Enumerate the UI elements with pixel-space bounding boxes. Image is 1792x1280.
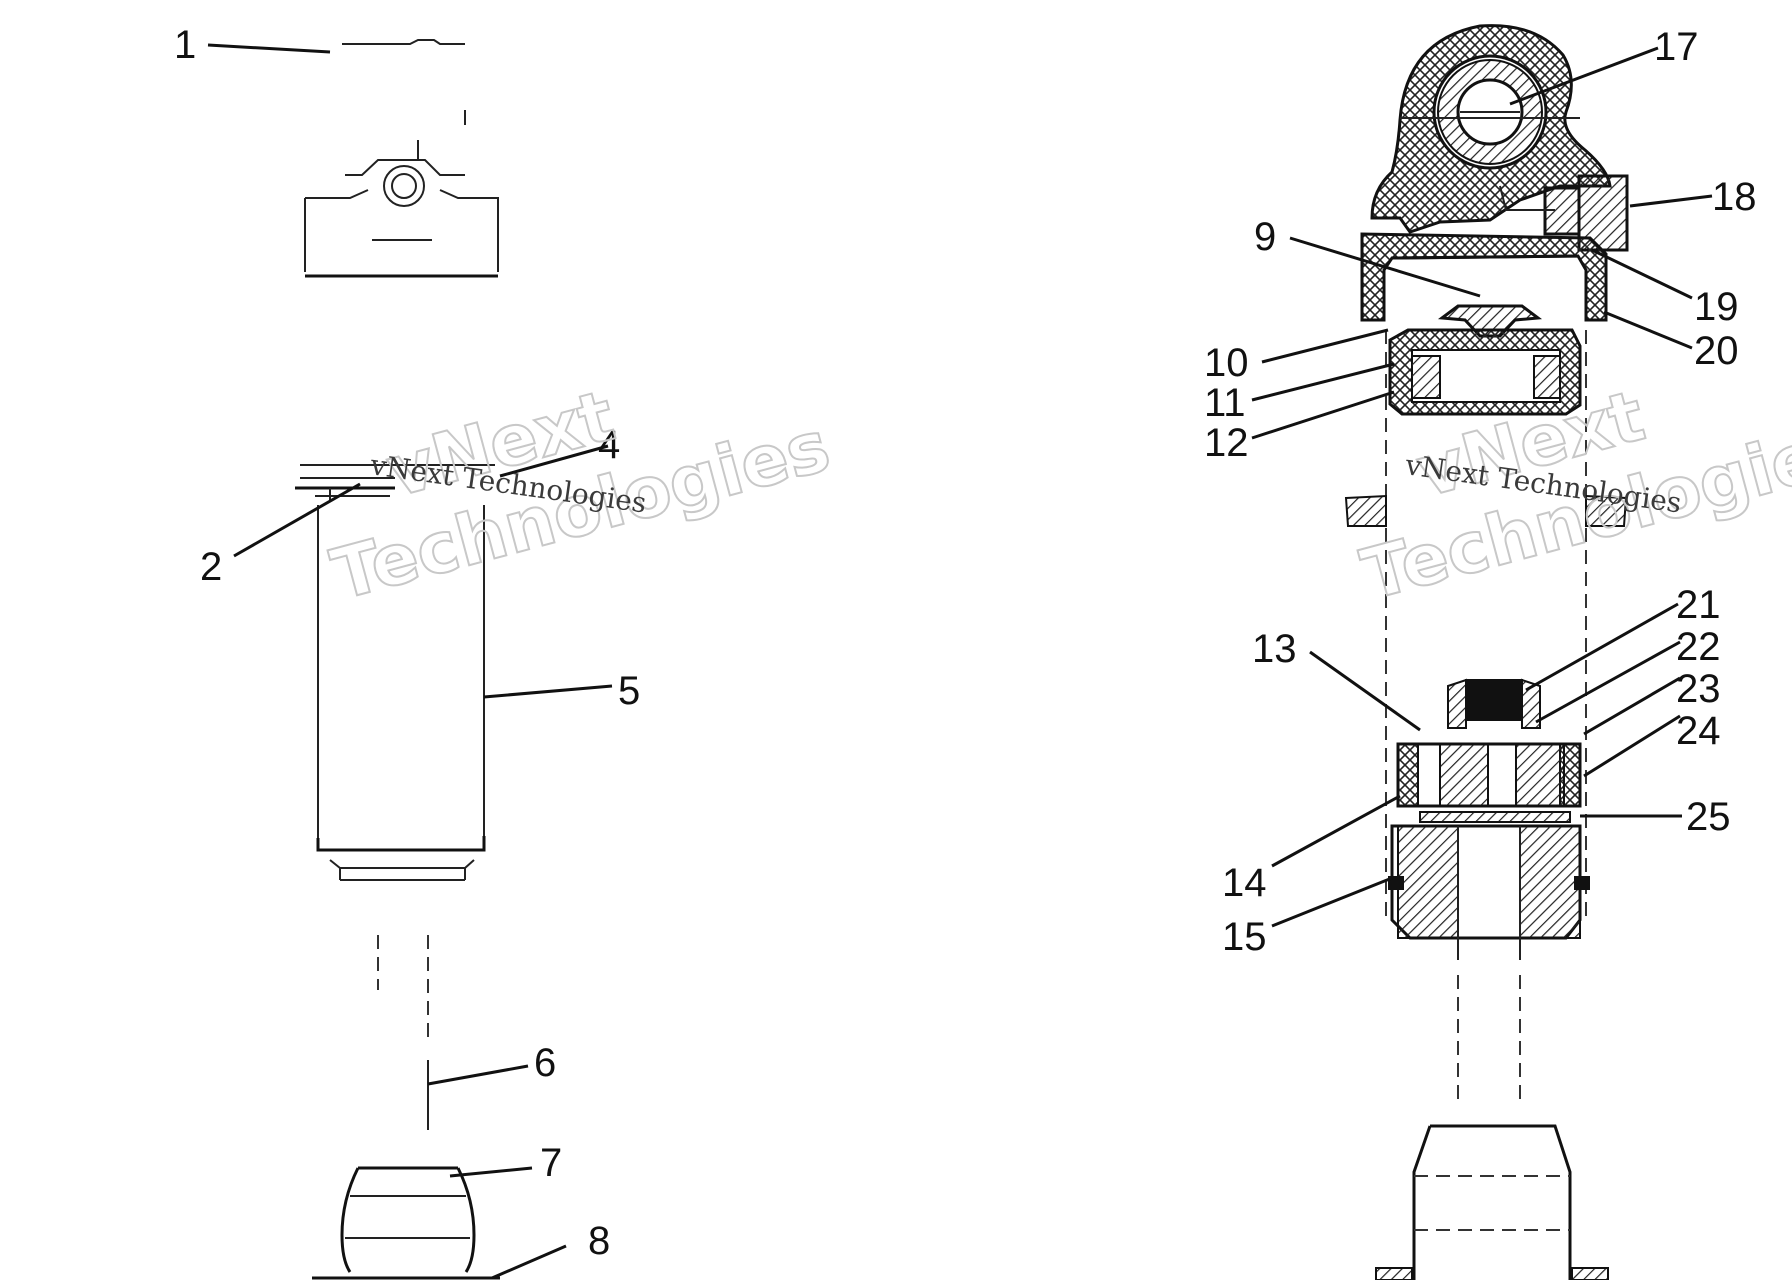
callout-14: 14: [1222, 861, 1267, 905]
callout-24: 24: [1676, 709, 1721, 753]
callout-15: 15: [1222, 915, 1267, 959]
callout-11: 11: [1204, 381, 1246, 425]
part-10-12-piston: [1388, 328, 1582, 416]
callout-20: 20: [1694, 329, 1739, 373]
callout-13: 13: [1252, 627, 1297, 671]
callout-9: 9: [1254, 215, 1276, 259]
cylinder-body: [1344, 330, 1628, 920]
callout-1: 1: [174, 23, 196, 67]
leader-lines: [207, 43, 1713, 1280]
callout-22: 22: [1676, 625, 1721, 669]
part-19-20-cap: [1360, 185, 1608, 322]
shaft: [1457, 975, 1521, 1100]
callout-17: 17: [1654, 25, 1699, 69]
part-9-valve: [1437, 304, 1543, 338]
part-1-top-cap: [304, 39, 499, 278]
callout-12: 12: [1204, 421, 1249, 465]
part-2-4-retainer: [295, 464, 495, 500]
part-14-15-seal-head: [1388, 824, 1590, 960]
callout-8: 8: [588, 1219, 610, 1263]
left-shock-assembly: [295, 39, 500, 1280]
watermark-left: vNext Technologies vNext Technologies: [323, 374, 839, 618]
callout-18: 18: [1712, 175, 1757, 219]
callout-7: 7: [540, 1141, 562, 1185]
part-13-21-25-valving: [1396, 678, 1582, 823]
part-7-bumper: [340, 1166, 476, 1273]
callout-4: 4: [598, 423, 620, 467]
part-5-body: [316, 505, 486, 881]
callout-25: 25: [1686, 795, 1731, 839]
part-17-eyelet: [1370, 24, 1612, 234]
callout-labels: 1 2 4 5 6 7 8 9 10 11 12 13 14 15 17 18 …: [174, 23, 1757, 1263]
callout-19: 19: [1694, 285, 1739, 329]
callout-10: 10: [1204, 341, 1249, 385]
lower-bumper: [1375, 1124, 1609, 1280]
callout-5: 5: [618, 669, 640, 713]
callout-6: 6: [534, 1041, 556, 1085]
callout-21: 21: [1676, 583, 1721, 627]
right-shock-assembly: [1344, 24, 1629, 1280]
part-6-shaft: [377, 935, 429, 1130]
callout-23: 23: [1676, 667, 1721, 711]
callout-2: 2: [200, 545, 222, 589]
